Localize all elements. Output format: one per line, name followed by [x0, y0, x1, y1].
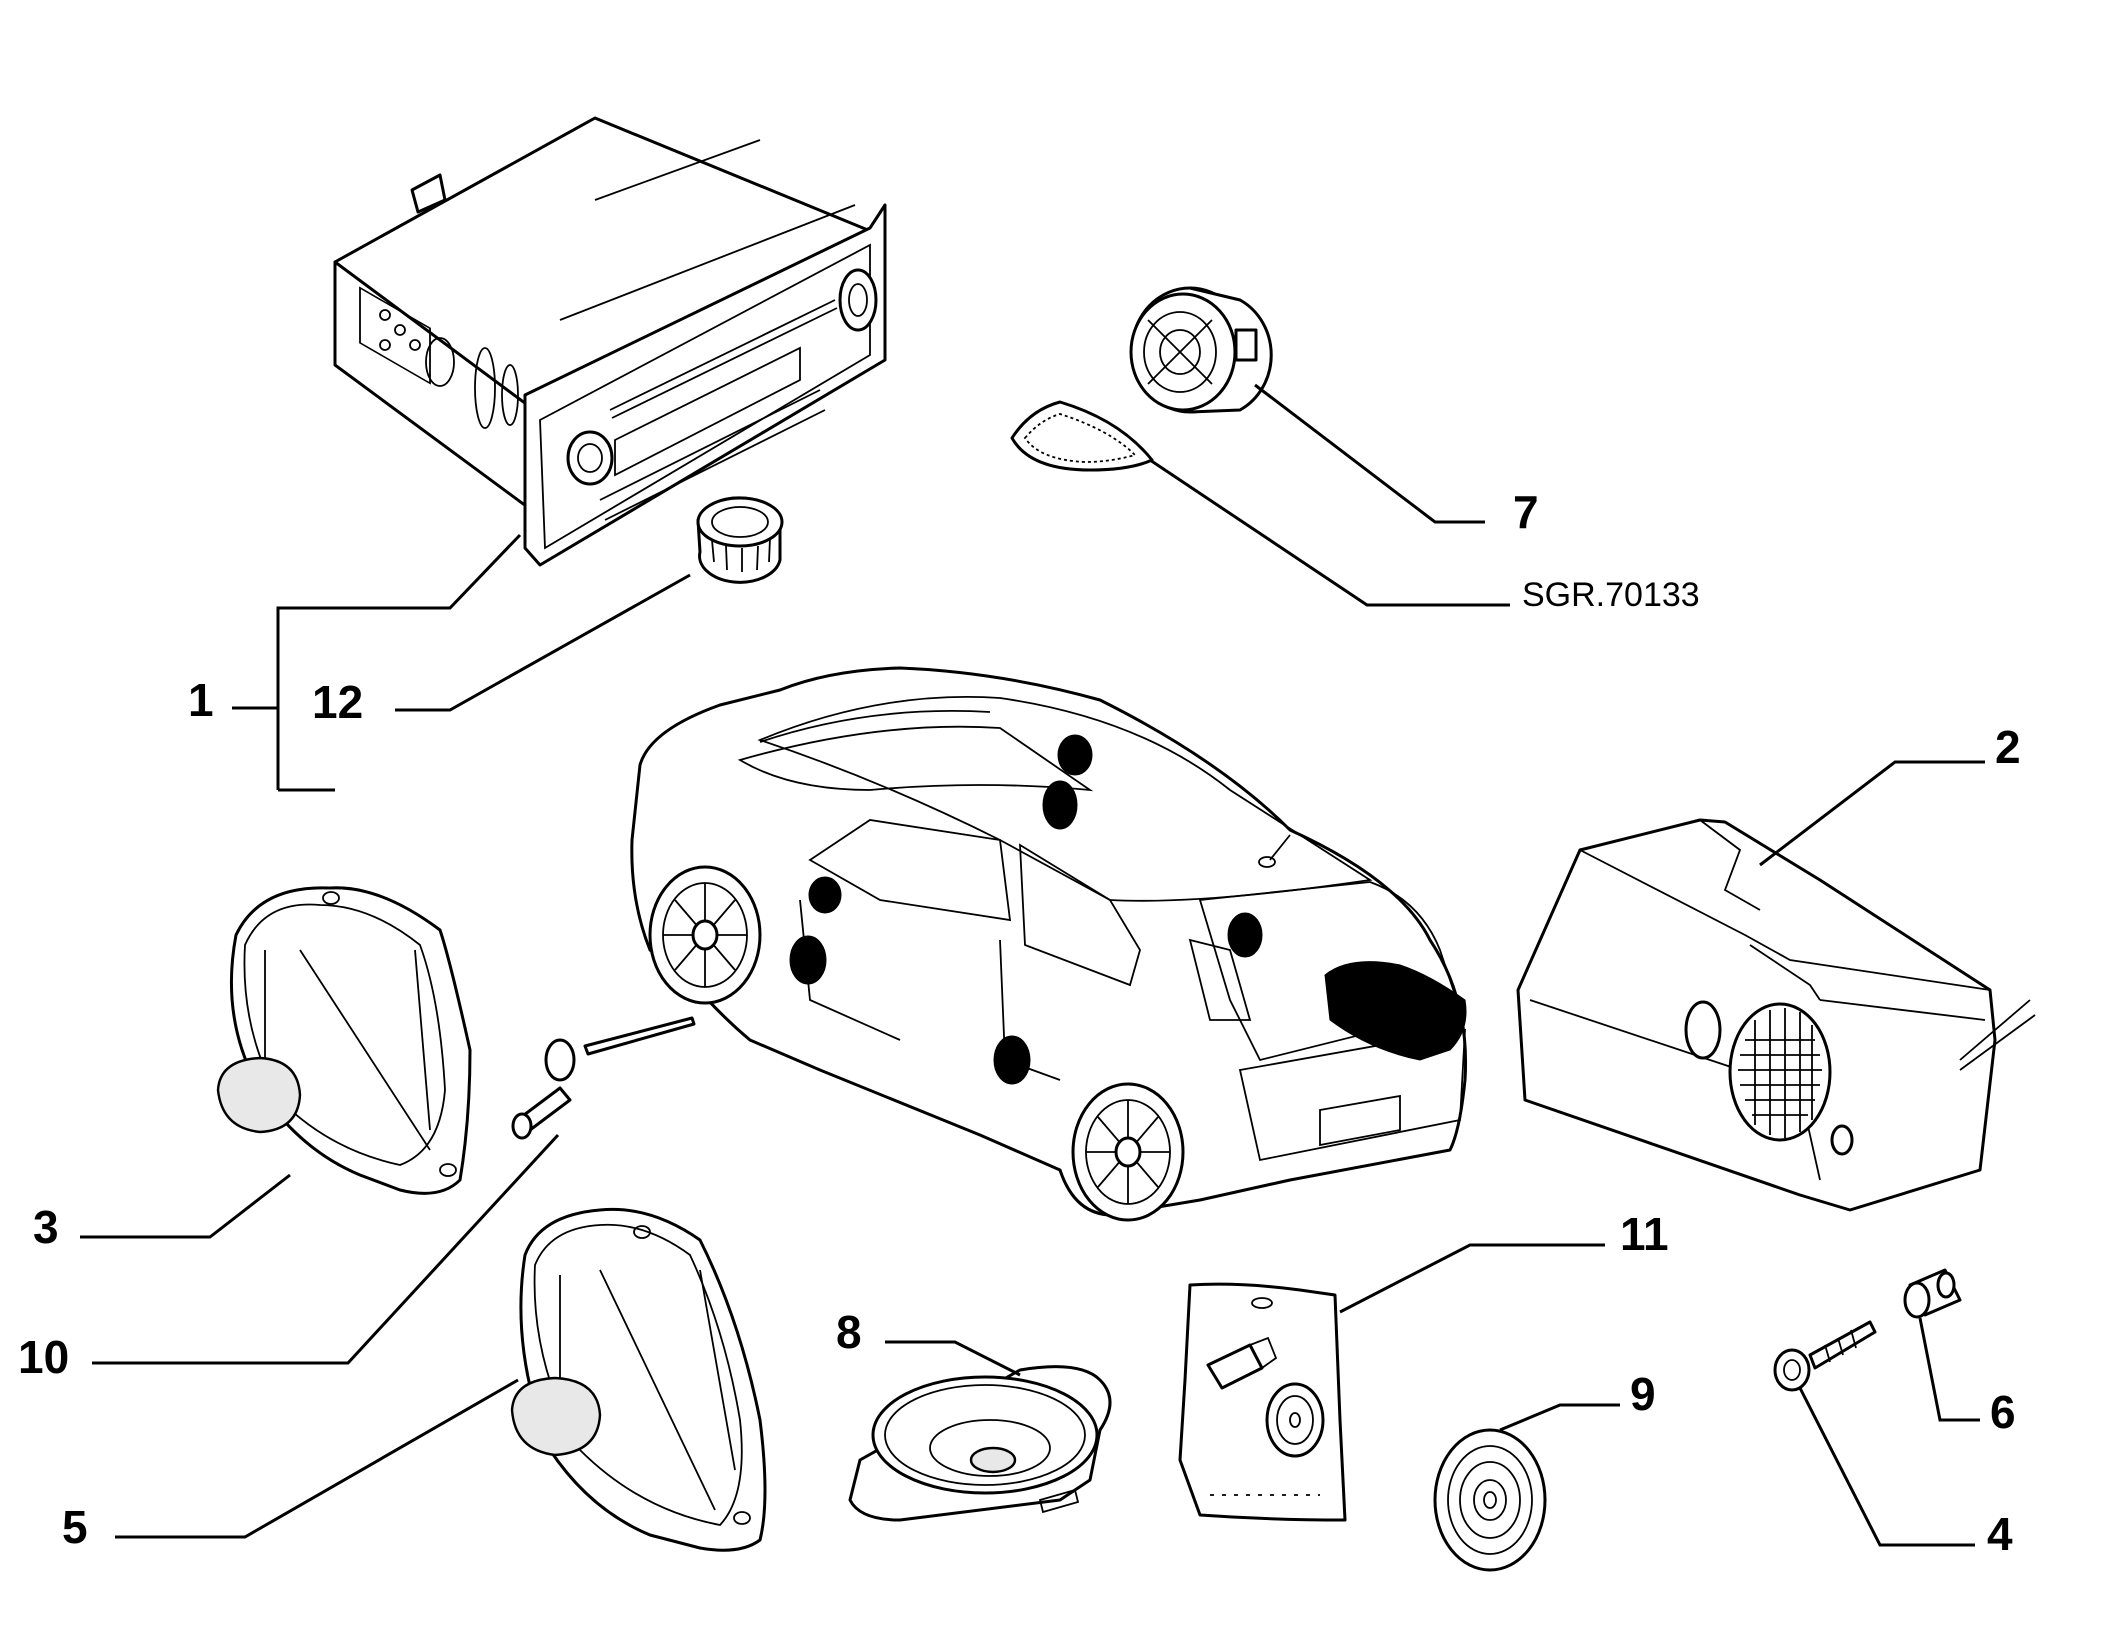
callout-8: 8	[836, 1306, 862, 1358]
callout-labels: 1 12 7 SGR.70133 2 3 10 5 8 11 9 4 6	[18, 486, 2021, 1560]
speaker-housing-rear	[510, 1207, 767, 1552]
grommet-nut	[1903, 1268, 1962, 1319]
usb-cd-package	[1178, 1282, 1347, 1522]
speaker-housing-front	[216, 886, 472, 1195]
woofer-speaker	[848, 1365, 1112, 1522]
rivet	[511, 1016, 696, 1140]
callout-1: 1	[188, 674, 214, 726]
callout-3: 3	[33, 1201, 59, 1253]
subwoofer-box	[1516, 818, 2036, 1212]
radio-head-unit	[333, 116, 887, 567]
callout-2: 2	[1995, 721, 2021, 773]
leader-lines	[80, 383, 1985, 1547]
callout-6: 6	[1990, 1386, 2016, 1438]
volume-knob	[696, 496, 784, 584]
callout-4: 4	[1987, 1508, 2013, 1560]
tweeter-speaker	[1129, 286, 1273, 414]
cd-disc	[1433, 1428, 1547, 1572]
callout-7: 7	[1513, 486, 1539, 538]
callout-5: 5	[62, 1501, 88, 1553]
callout-9: 9	[1630, 1368, 1656, 1420]
subwoofer-mesh-grille	[1738, 1008, 1822, 1138]
callout-10: 10	[18, 1331, 69, 1383]
callout-12: 12	[312, 676, 363, 728]
tweeter-grille	[1010, 400, 1154, 472]
car-hatchback	[630, 666, 1468, 1222]
callout-11: 11	[1620, 1208, 1669, 1260]
screw	[1773, 1320, 1877, 1392]
callout-ref-sgr: SGR.70133	[1522, 576, 1700, 614]
